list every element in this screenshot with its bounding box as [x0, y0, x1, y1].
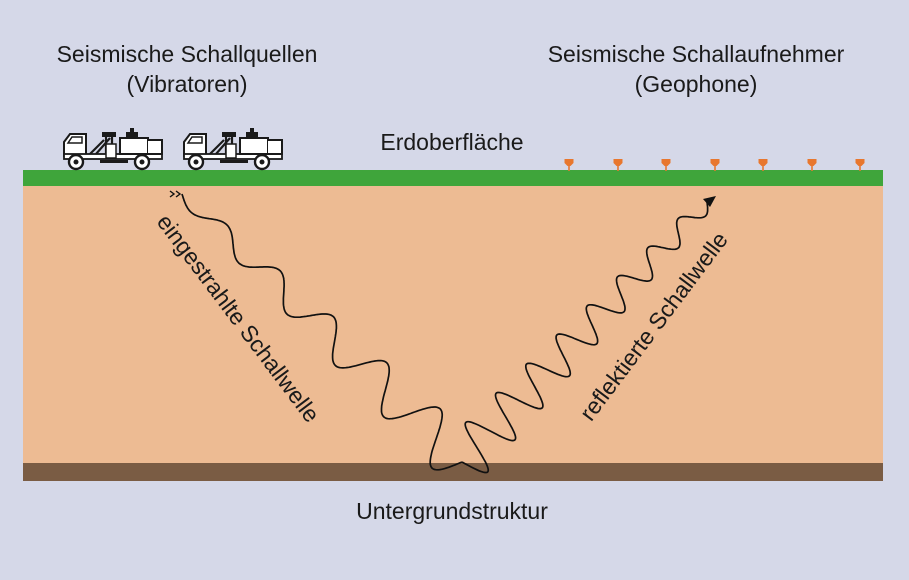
subsurface-label: Untergrundstruktur	[356, 498, 548, 524]
geophone-icon	[563, 158, 575, 172]
geophone-array	[563, 158, 866, 172]
receivers-title: Seismische Schallaufnehmer	[548, 41, 845, 67]
incident-wave-start-marks	[169, 190, 182, 198]
geophone-icon	[757, 158, 769, 172]
geophone-icon	[854, 158, 866, 172]
earth-surface-band	[23, 170, 883, 186]
sources-title: Seismische Schallquellen	[57, 41, 318, 67]
ground-layer	[23, 184, 883, 466]
reflected-wave	[461, 201, 709, 474]
surface-label: Erdoberfläche	[380, 129, 523, 155]
subsurface-reflector	[23, 463, 883, 481]
geophone-icon	[660, 158, 672, 172]
incident-wave	[181, 193, 463, 471]
geophone-icon	[612, 158, 624, 172]
geophone-icon	[806, 158, 818, 172]
geophone-icon	[709, 158, 721, 172]
reflected-wave-arrowhead	[703, 196, 716, 207]
vibrator-truck-icon	[182, 126, 284, 171]
vibrator-truck-icon	[62, 126, 164, 171]
sources-subtitle: (Vibratoren)	[126, 71, 247, 97]
receivers-subtitle: (Geophone)	[635, 71, 758, 97]
